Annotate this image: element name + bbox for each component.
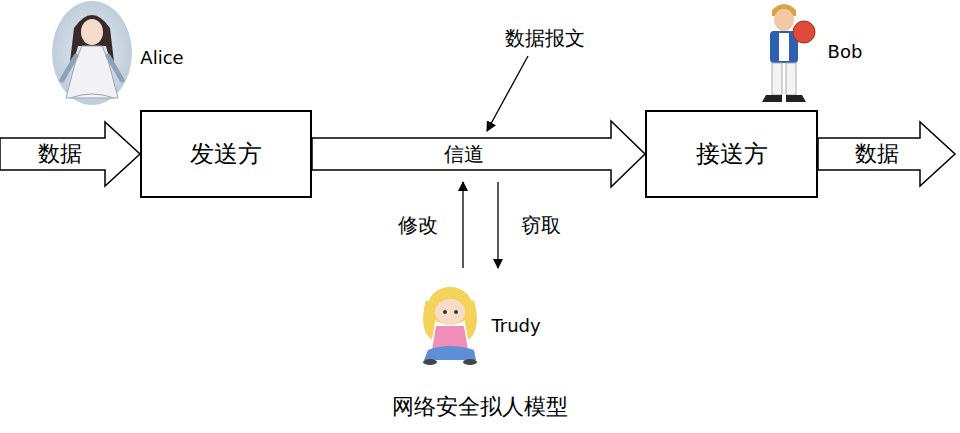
data-label: 数据: [38, 141, 82, 167]
message-label: 数据报文: [505, 26, 585, 50]
data-label: 数据: [855, 141, 899, 167]
caption: 网络安全拟人模型: [0, 394, 960, 420]
actor-name: Bob: [828, 41, 863, 63]
attack-label: 窃取: [521, 213, 561, 237]
bob-figure: [762, 4, 815, 102]
process-box: 接送方: [645, 110, 818, 198]
process-box: 发送方: [140, 110, 312, 198]
input-arrow: [0, 122, 140, 186]
channel-label: 信道: [441, 142, 487, 166]
leader-arrow: [487, 56, 528, 131]
steal-arrow: [497, 182, 498, 268]
actor-name: Trudy: [491, 315, 540, 337]
channel-arrow: [312, 121, 645, 187]
modify-arrow: [462, 182, 463, 268]
box-text: 接送方: [686, 138, 778, 170]
box-text: 发送方: [180, 138, 272, 170]
output-arrow: [818, 122, 955, 186]
alice-figure: [52, 1, 132, 105]
trudy-figure: [423, 287, 477, 365]
attack-label: 修改: [398, 213, 438, 237]
actor-name: Alice: [140, 47, 183, 69]
